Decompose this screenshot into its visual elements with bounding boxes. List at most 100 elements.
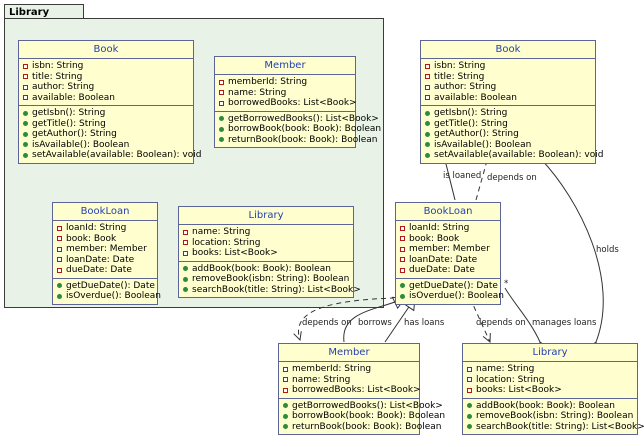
private-field-icon: [57, 225, 62, 231]
method-text: removeBook(isbn: String): Boolean: [476, 411, 634, 421]
attribute-text: author: String: [434, 82, 497, 92]
class-name: Book: [421, 41, 595, 59]
edge-label-depends-on-library: depends on: [476, 318, 526, 328]
method-text: searchBook(title: String): List<Book>: [476, 421, 644, 432]
method: getAuthor(): String: [425, 129, 591, 140]
public-method-icon: [400, 283, 405, 289]
methods-section: getBorrowedBooks(): List<Book>borrowBook…: [215, 110, 381, 148]
edge-depends-on-library: [469, 297, 490, 342]
public-method-icon: [425, 110, 430, 116]
attribute: name: String: [219, 88, 351, 99]
method-text: getTitle(): String: [32, 118, 106, 129]
attribute: loanId: String: [57, 223, 153, 234]
method-text: getAuthor(): String: [434, 129, 519, 139]
private-field-icon: [183, 240, 188, 246]
attribute-text: member: Member: [409, 244, 490, 254]
private-field-icon: [23, 84, 28, 90]
private-field-icon: [283, 377, 288, 383]
private-field-icon: [425, 95, 430, 101]
edge-label-depends-on-member: depends on: [302, 318, 352, 328]
public-method-icon: [183, 287, 188, 293]
methods-section: getBorrowedBooks(): List<Book>borrowBook…: [279, 397, 445, 435]
public-method-icon: [425, 131, 430, 137]
public-method-icon: [467, 424, 472, 430]
private-field-icon: [400, 257, 405, 263]
method: getDueDate(): Date: [57, 281, 155, 292]
private-field-icon: [183, 229, 188, 235]
attribute-text: dueDate: Date: [409, 265, 475, 275]
class-name: Library: [179, 207, 353, 225]
attribute-text: memberId: String: [292, 364, 372, 374]
attribute: loanId: String: [400, 223, 496, 234]
attribute-text: loanDate: Date: [66, 254, 135, 265]
attribute-text: memberId: String: [228, 77, 308, 87]
attribute: name: String: [183, 227, 349, 238]
attribute: available: Boolean: [425, 93, 591, 104]
attribute: name: String: [467, 364, 633, 375]
edge-manages-loans: [504, 287, 546, 352]
public-method-icon: [425, 121, 430, 127]
private-field-icon: [425, 63, 430, 69]
method-text: returnBook(book: Book): Boolean: [228, 134, 378, 145]
method: isAvailable(): Boolean: [425, 140, 591, 151]
attribute-text: location: String: [192, 237, 261, 248]
attribute: member: Member: [57, 244, 153, 255]
private-field-icon: [425, 74, 430, 80]
edge-depends-on-member: [298, 297, 396, 340]
method-text: borrowBook(book: Book): Boolean: [228, 124, 382, 134]
method: addBook(book: Book): Boolean: [183, 264, 349, 275]
method-text: borrowBook(book: Book): Boolean: [292, 411, 446, 421]
method-text: getDueDate(): Date: [409, 280, 498, 291]
attribute: isbn: String: [425, 61, 591, 72]
private-field-icon: [57, 246, 62, 252]
method: getBorrowedBooks(): List<Book>: [283, 401, 443, 412]
public-method-icon: [283, 403, 288, 409]
attribute: available: Boolean: [23, 93, 189, 104]
edge-label-manages-loans: manages loans: [532, 318, 597, 328]
edge-label-is-loaned: is loaned: [443, 171, 481, 181]
edge-label-has-loans: has loans: [404, 318, 445, 328]
private-field-icon: [400, 225, 405, 231]
method: setAvailable(available: Boolean): void: [23, 150, 201, 161]
attribute: name: String: [283, 375, 415, 386]
attribute: dueDate: Date: [57, 265, 153, 276]
attribute-text: books: List<Book>: [476, 385, 562, 395]
method: getTitle(): String: [23, 119, 189, 130]
private-field-icon: [400, 246, 405, 252]
method: borrowBook(book: Book): Boolean: [283, 411, 445, 422]
attribute-text: dueDate: Date: [66, 265, 132, 275]
attribute: borrowedBooks: List<Book>: [283, 385, 421, 396]
method: searchBook(title: String): List<Book>: [183, 285, 361, 296]
method-text: searchBook(title: String): List<Book>: [192, 284, 361, 295]
private-field-icon: [57, 257, 62, 263]
public-method-icon: [23, 121, 28, 127]
attribute-text: location: String: [476, 374, 545, 385]
public-method-icon: [283, 413, 288, 419]
attribute: author: String: [425, 82, 591, 93]
attribute-text: loanDate: Date: [409, 254, 478, 265]
method: returnBook(book: Book): Boolean: [219, 135, 378, 146]
attribute: member: Member: [400, 244, 496, 255]
class-name: BookLoan: [53, 203, 157, 221]
method-text: addBook(book: Book): Boolean: [476, 400, 615, 411]
method-text: getBorrowedBooks(): List<Book>: [228, 113, 379, 124]
attribute-text: borrowedBooks: List<Book>: [292, 385, 421, 395]
method: removeBook(isbn: String): Boolean: [467, 411, 633, 422]
public-method-icon: [219, 126, 224, 132]
public-method-icon: [219, 116, 224, 122]
method-text: isOverdue(): Boolean: [66, 291, 161, 301]
